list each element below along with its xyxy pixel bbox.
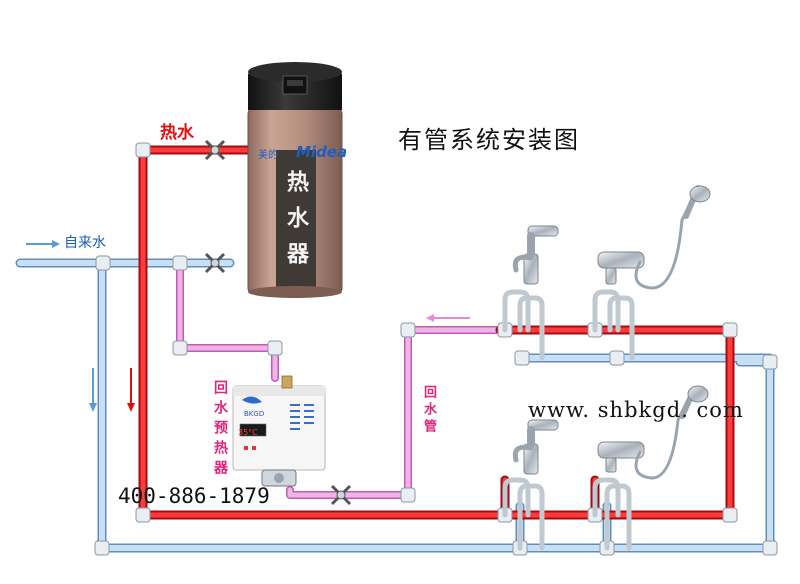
cold-water-label: 自来水 (64, 235, 106, 251)
return-left-arrow-icon (426, 314, 470, 322)
return-preheater-unit (232, 375, 326, 487)
phone-number: 400-886-1879 (118, 484, 270, 508)
preheater-label: 回水预热器 (212, 380, 228, 480)
water-heater (247, 62, 343, 298)
return-pipe-label: 回水管 (421, 385, 436, 436)
upper-shower-head-icon (683, 185, 711, 219)
lower-shower-mixer-icon[interactable] (592, 406, 686, 551)
heater-brand-cn: 美的 (258, 150, 278, 161)
upper-shower-mixer-icon[interactable] (592, 206, 690, 361)
pipe-fittings (94, 142, 778, 556)
return-valve-icon[interactable] (330, 484, 352, 506)
circulation-pump-icon (261, 469, 297, 487)
website-url: www. shbkgd. com (528, 398, 744, 422)
cold-down-arrow-icon (89, 368, 97, 412)
preheater-display: 35°C (238, 428, 258, 437)
upper-faucet-icon[interactable] (502, 225, 559, 361)
hot-down-arrow-icon (127, 368, 135, 412)
preheater-brand: BKGD (244, 410, 265, 418)
lower-faucet-icon[interactable] (502, 419, 559, 551)
lower-shower-head-icon (679, 385, 709, 419)
heater-brand-logo: Midea (296, 143, 348, 161)
heater-label: 热水器 (283, 170, 308, 278)
diagram-title: 有管系统安装图 (398, 126, 580, 154)
cold-inlet-arrow-icon (26, 240, 60, 248)
hot-outlet-valve-icon[interactable] (204, 139, 226, 161)
hot-water-label: 热水 (160, 123, 194, 143)
cold-inlet-valve-icon[interactable] (204, 252, 226, 274)
